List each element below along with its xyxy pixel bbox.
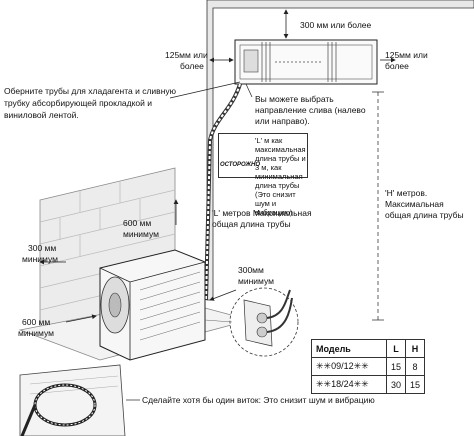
indoor-unit <box>234 39 378 85</box>
table-cell-l: 30 <box>385 375 407 394</box>
outdoor-left-clearance-1: 300 мм <box>28 243 57 253</box>
outdoor-unit <box>99 249 206 361</box>
drain-direction-1: Вы можете выбрать <box>255 94 334 104</box>
table-cell-l: 15 <box>385 357 407 376</box>
right-clearance-label-2: более <box>385 61 409 71</box>
table-header-model: Модель <box>311 339 387 358</box>
h-length-label-1: 'H' метров. <box>385 188 428 198</box>
table-cell-model: ✳✳18/24✳✳ <box>311 375 387 394</box>
l-length-label-1: 'L' метров Максимальная <box>212 208 312 218</box>
warning-icon-label: ОСТОРОЖНО <box>220 162 261 168</box>
wrap-pipes-note-1: Оберните трубы для хладагента и сливную <box>4 86 177 96</box>
outdoor-bottom-clearance-1: 600 мм <box>22 317 51 327</box>
l-length-label-2: общая длина трубы <box>212 219 291 229</box>
outdoor-right-clearance-2: минимум <box>238 276 274 286</box>
coil-detail <box>19 364 126 436</box>
coil-note: Сделайте хотя бы один виток: Это снизит … <box>142 395 375 405</box>
outdoor-left-clearance-2: минимум <box>22 254 58 264</box>
wrap-pipes-note-2: трубку абсорбирующей прокладкой и <box>4 98 152 108</box>
table-cell-model: ✳✳09/12✳✳ <box>311 357 387 376</box>
wrap-pipes-note-3: виниловой лентой. <box>4 110 79 120</box>
table-row: ✳✳18/24✳✳ 30 15 <box>311 375 426 394</box>
table-header-row: Модель L H <box>311 339 426 358</box>
h-length-label-3: общая длина трубы <box>385 210 464 220</box>
warning-box <box>218 133 308 178</box>
left-clearance-label-1: 125мм или <box>165 50 208 60</box>
h-length-label-2: Максимальная <box>385 199 444 209</box>
left-clearance-label-2: более <box>180 61 204 71</box>
outdoor-top-clearance-2: минимум <box>123 229 159 239</box>
outdoor-top-clearance-1: 600 мм <box>123 218 152 228</box>
drain-direction-2: направление слива (налево <box>255 105 366 115</box>
table-row: ✳✳09/12✳✳ 15 8 <box>311 357 426 376</box>
right-clearance-label-1: 125мм или <box>385 50 428 60</box>
table-cell-h: 8 <box>405 357 426 376</box>
table-header-l: L <box>385 339 407 358</box>
pipe-length-table: Модель L H ✳✳09/12✳✳ 15 8 ✳✳18/24✳✳ 30 1… <box>311 339 426 394</box>
warning-text: 'L' м как максимальная длина трубы и 3 м… <box>255 136 306 217</box>
top-clearance-label: 300 мм или более <box>300 20 372 30</box>
table-cell-h: 15 <box>405 375 426 394</box>
drain-direction-3: или направо). <box>255 116 310 126</box>
table-header-h: H <box>405 339 426 358</box>
outdoor-right-clearance-1: 300мм <box>238 265 264 275</box>
pipe-detail-circle <box>229 287 299 357</box>
refrigerant-pipe <box>204 83 242 301</box>
outdoor-bottom-clearance-2: минимум <box>18 328 54 338</box>
